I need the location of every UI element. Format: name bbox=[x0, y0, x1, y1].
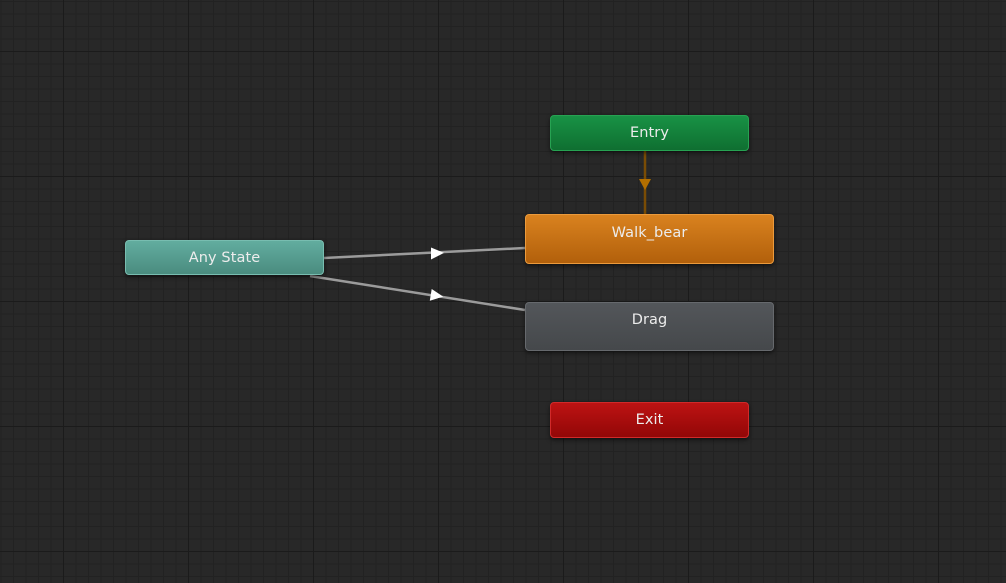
state-node-drag[interactable]: Drag bbox=[525, 302, 774, 351]
transition-arrow-icon bbox=[639, 179, 651, 190]
transition-arrow-icon bbox=[431, 247, 444, 260]
transition-arrow-icon bbox=[429, 289, 444, 301]
transition-any-to-drag[interactable] bbox=[309, 274, 526, 312]
transition-line[interactable] bbox=[323, 246, 526, 260]
state-node-label: Drag bbox=[631, 312, 668, 328]
state-node-walk-bear[interactable]: Walk_bear bbox=[525, 214, 774, 264]
state-node-exit[interactable]: Exit bbox=[550, 402, 749, 438]
transition-any-to-walk[interactable] bbox=[323, 246, 526, 260]
transition-line[interactable] bbox=[309, 274, 526, 312]
state-node-label: Any State bbox=[188, 250, 261, 266]
state-node-any-state[interactable]: Any State bbox=[125, 240, 324, 275]
state-node-entry[interactable]: Entry bbox=[550, 115, 749, 151]
state-node-label: Exit bbox=[635, 412, 664, 428]
state-node-label: Entry bbox=[629, 125, 670, 141]
transition-entry-to-walk[interactable] bbox=[639, 151, 651, 214]
state-node-label: Walk_bear bbox=[611, 225, 688, 241]
